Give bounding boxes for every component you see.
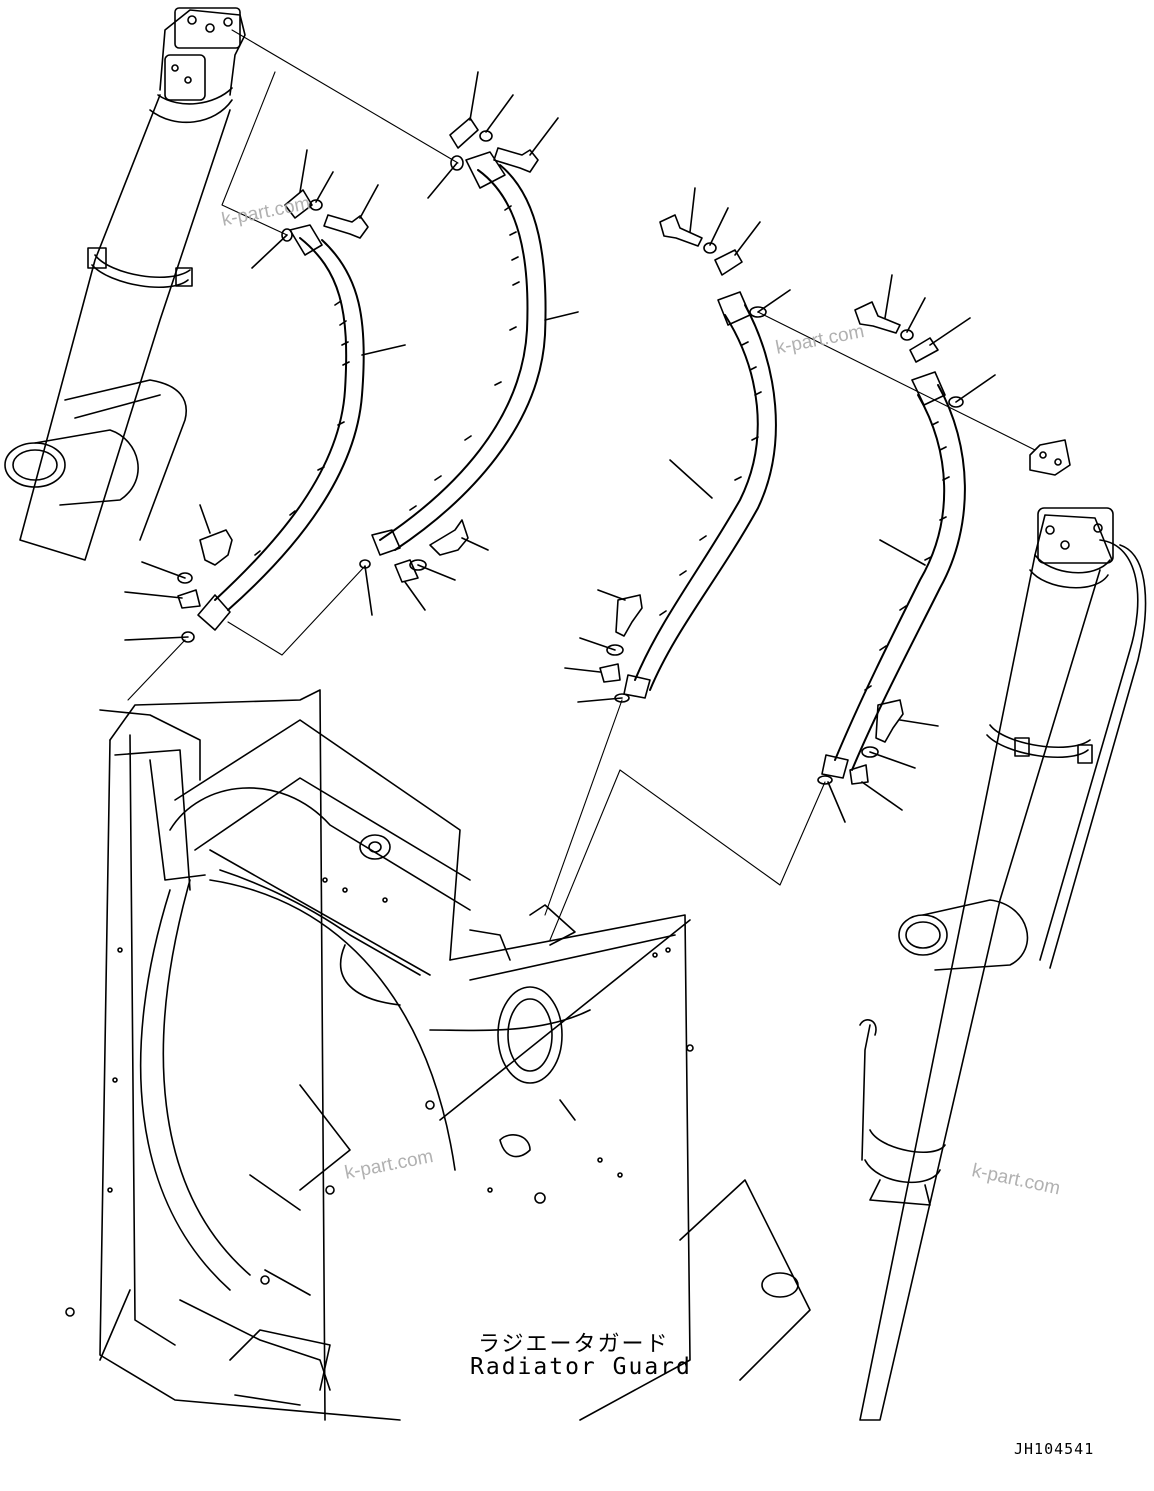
hose-1	[197, 224, 406, 631]
hose-2	[371, 151, 579, 556]
caption-english: Radiator Guard	[470, 1354, 692, 1380]
radiator-guard	[65, 689, 811, 1421]
fasteners	[124, 71, 996, 823]
left-lift-cylinder	[4, 7, 246, 561]
caption-japanese: ラジエータガード	[478, 1332, 670, 1357]
right-lift-cylinder	[859, 439, 1147, 1421]
hose-4	[821, 371, 966, 779]
connection-leaders	[127, 29, 1036, 941]
drawing-code: JH104541	[1014, 1440, 1095, 1458]
hose-3	[623, 291, 777, 699]
